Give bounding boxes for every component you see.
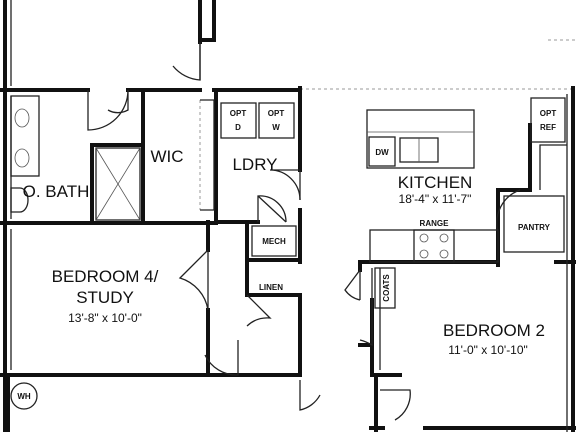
coats-label: COATS <box>382 274 391 302</box>
pantry-label: PANTRY <box>518 223 551 232</box>
dishwasher-box <box>368 136 396 167</box>
pantry-box <box>503 195 565 253</box>
linen-label: LINEN <box>259 283 283 292</box>
range-counter <box>369 229 499 263</box>
opt-dryer-line2: D <box>235 123 241 132</box>
owners-bath-label: O. BATH <box>23 182 90 201</box>
bedroom2-label: BEDROOM 2 <box>443 321 545 340</box>
opt-ref-box <box>530 97 566 143</box>
kitchen-fixtures <box>366 97 566 263</box>
range-box <box>413 229 455 263</box>
opt-dryer-line1: OPT <box>230 109 247 118</box>
opt-dryer-box <box>220 102 257 139</box>
water-heater-label: WH <box>17 392 31 401</box>
wic-label: WIC <box>150 147 183 166</box>
bedroom4-dimensions: 13'-8" x 10'-0" <box>68 311 142 325</box>
labels: WIC O. BATH LDRY OPT D OPT W OPT REF DW … <box>17 109 556 401</box>
kitchen-island <box>366 109 475 169</box>
opt-washer-box <box>258 102 295 139</box>
mech-label: MECH <box>262 237 286 246</box>
dishwasher-label: DW <box>375 148 389 157</box>
coats-box <box>374 267 396 309</box>
opt-washer-line2: W <box>272 123 280 132</box>
bedroom4-label-line1: BEDROOM 4/ <box>52 267 159 286</box>
dashed-lines <box>199 39 576 210</box>
doors <box>87 42 567 421</box>
bedroom4-label-line2: STUDY <box>76 288 134 307</box>
bedroom2-dimensions: 11'-0" x 10'-10" <box>448 343 528 357</box>
mech-box <box>251 225 297 257</box>
wall-inner-lines <box>10 0 568 432</box>
opt-ref-line1: OPT <box>540 109 557 118</box>
bath-fixtures <box>10 95 215 221</box>
kitchen-label: KITCHEN <box>398 173 473 192</box>
opt-washer-line1: OPT <box>268 109 285 118</box>
laundry-fixtures <box>220 102 295 139</box>
kitchen-dimensions: 18'-4" x 11'-7" <box>399 192 472 206</box>
opt-ref-line2: REF <box>540 123 556 132</box>
utility-boxes <box>10 225 396 410</box>
range-label: RANGE <box>420 219 450 228</box>
laundry-label: LDRY <box>232 155 277 174</box>
water-heater-circle <box>10 382 38 410</box>
